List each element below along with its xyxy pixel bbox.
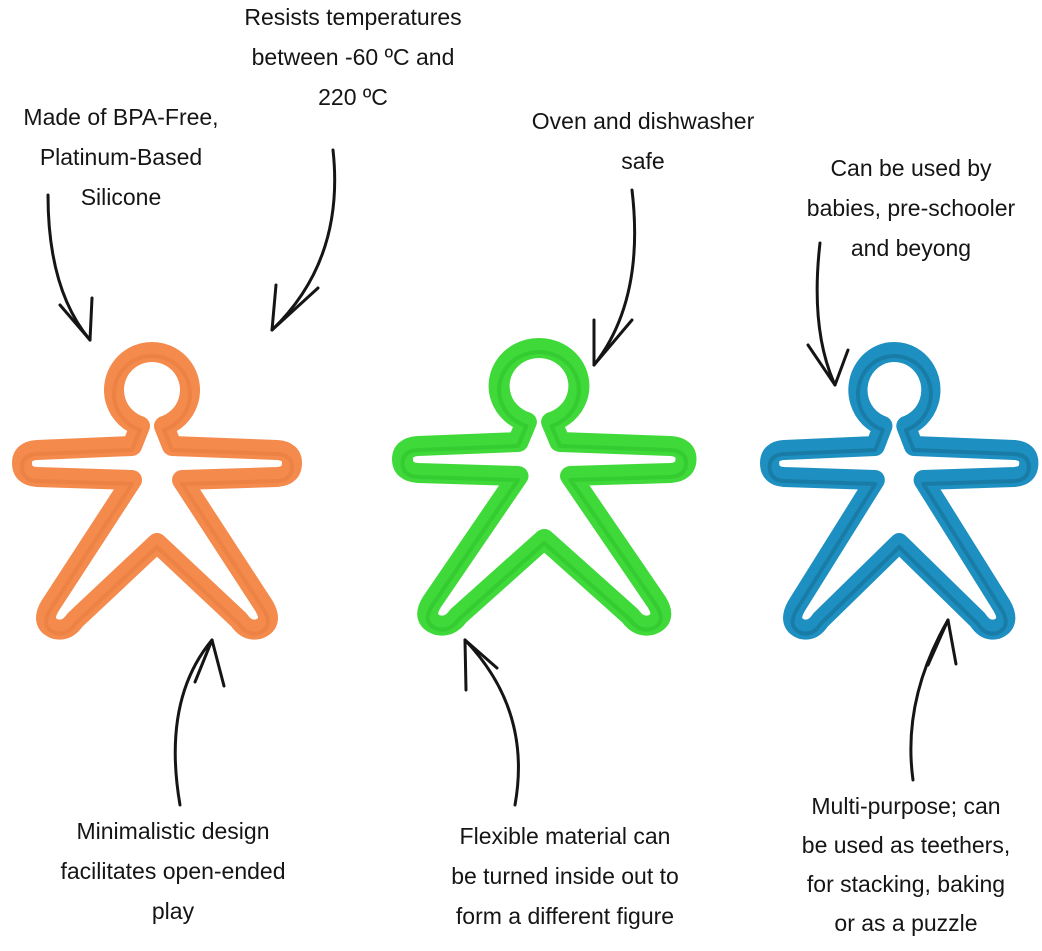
caption-flexible: Flexible material can be turned inside o… xyxy=(451,823,679,929)
caption-oven: Oven and dishwasher safe xyxy=(531,108,755,174)
orange-figure xyxy=(22,352,292,634)
green-figure xyxy=(403,348,687,630)
arrow-icon xyxy=(46,193,94,342)
blue-figure xyxy=(770,352,1029,634)
arrow-icon xyxy=(173,638,226,807)
arrow-icon xyxy=(909,618,958,782)
caption-design: Minimalistic design facilitates open-end… xyxy=(60,818,286,924)
arrow-icon xyxy=(806,241,850,387)
arrow-icon xyxy=(463,638,520,807)
caption-temperature: Resists temperatures between -60 ºC and … xyxy=(244,4,462,110)
arrow-icon xyxy=(592,188,637,367)
caption-ages: Can be used by babies, pre-schooler and … xyxy=(806,155,1016,261)
caption-purpose: Multi-purpose; can be used as teethers, … xyxy=(801,793,1011,936)
arrow-icon xyxy=(270,148,337,332)
caption-material: Made of BPA-Free, Platinum-Based Silicon… xyxy=(23,104,219,210)
